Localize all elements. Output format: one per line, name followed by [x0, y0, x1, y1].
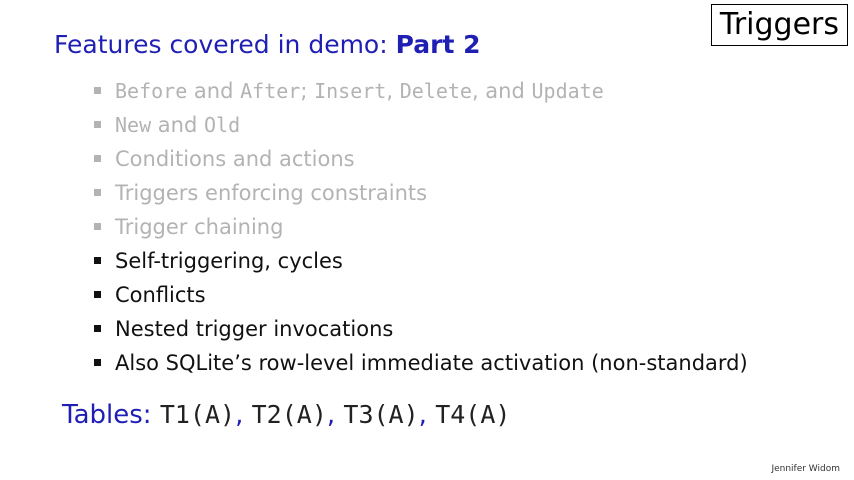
- table-name: T4(A): [435, 400, 511, 429]
- feature-item: Also SQLite’s row-level immediate activa…: [92, 346, 748, 380]
- table-name: T3(A): [343, 400, 419, 429]
- feature-text: Conditions and actions: [115, 147, 355, 171]
- square-bullet-icon: [94, 325, 101, 332]
- feature-text: Nested trigger invocations: [115, 317, 394, 341]
- tables-line: Tables: T1(A), T2(A), T3(A), T4(A): [62, 400, 510, 430]
- code-keyword: Delete: [399, 79, 472, 103]
- feature-item: Triggers enforcing constraints: [92, 176, 748, 210]
- table-name: T2(A): [251, 400, 327, 429]
- square-bullet-icon: [94, 257, 101, 264]
- feature-list: Before and After; Insert, Delete, and Up…: [92, 74, 748, 380]
- feature-text: ;: [300, 79, 315, 103]
- code-keyword: Before: [115, 79, 188, 103]
- feature-text: and: [151, 113, 204, 137]
- feature-item: Self-triggering, cycles: [92, 244, 748, 278]
- feature-item: Conflicts: [92, 278, 748, 312]
- code-keyword: Old: [203, 113, 241, 137]
- square-bullet-icon: [94, 87, 101, 94]
- code-keyword: After: [240, 79, 301, 103]
- feature-text: ,: [386, 79, 400, 103]
- square-bullet-icon: [94, 189, 101, 196]
- author-credit: Jennifer Widom: [771, 464, 840, 474]
- feature-item: Conditions and actions: [92, 142, 748, 176]
- heading-part: Part 2: [395, 30, 481, 59]
- code-keyword: New: [115, 113, 152, 137]
- feature-text: and: [187, 79, 241, 103]
- square-bullet-icon: [94, 223, 101, 230]
- feature-text: Conflicts: [115, 283, 206, 307]
- feature-item: Nested trigger invocations: [92, 312, 748, 346]
- heading-prefix: Features covered in demo:: [54, 30, 396, 59]
- feature-item: Trigger chaining: [92, 210, 748, 244]
- feature-text: Triggers enforcing constraints: [115, 181, 428, 205]
- feature-item: New and Old: [92, 108, 748, 142]
- table-name: T1(A): [159, 400, 236, 429]
- square-bullet-icon: [94, 121, 101, 128]
- tables-separator: ,: [326, 400, 344, 430]
- feature-text: , and: [471, 79, 532, 103]
- square-bullet-icon: [94, 291, 101, 298]
- slide-title: Triggers: [710, 4, 848, 46]
- tables-separator: ,: [235, 400, 252, 430]
- square-bullet-icon: [94, 155, 101, 162]
- slide-heading: Features covered in demo: Part 2: [54, 30, 481, 59]
- code-keyword: Update: [531, 79, 604, 103]
- feature-text: Trigger chaining: [115, 215, 284, 239]
- square-bullet-icon: [94, 359, 101, 366]
- feature-text: Also SQLite’s row-level immediate activa…: [115, 351, 748, 375]
- tables-label: Tables:: [62, 400, 160, 430]
- tables-separator: ,: [418, 400, 436, 430]
- feature-item: Before and After; Insert, Delete, and Up…: [92, 74, 748, 108]
- feature-text: Self-triggering, cycles: [115, 249, 343, 273]
- code-keyword: Insert: [314, 79, 387, 103]
